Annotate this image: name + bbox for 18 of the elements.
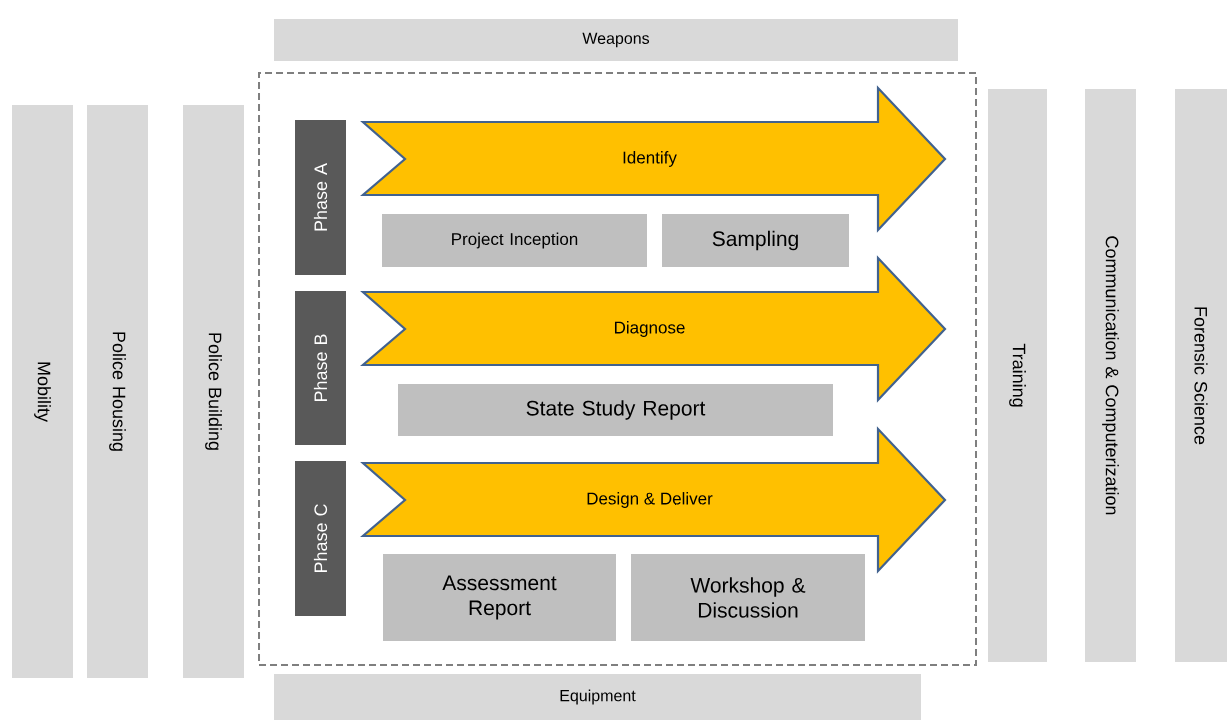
deliverable-box: Sampling xyxy=(662,214,849,267)
category-band: Communication & Computerization xyxy=(1085,89,1136,662)
deliverable-box: Assessment Report xyxy=(383,554,616,641)
category-band: Weapons xyxy=(274,19,958,61)
category-band: Mobility xyxy=(12,105,73,678)
deliverable-box: State Study Report xyxy=(398,384,833,436)
category-band: Police Building xyxy=(183,105,244,678)
deliverable-box: Workshop & Discussion xyxy=(631,554,865,641)
phase-label: Phase B xyxy=(295,291,346,445)
deliverable-box: Project Inception xyxy=(382,214,647,267)
category-band: Forensic Science xyxy=(1175,89,1227,662)
category-band: Equipment xyxy=(274,674,921,720)
phase-label: Phase A xyxy=(295,120,346,275)
dashed-frame xyxy=(258,72,977,666)
phase-label: Phase C xyxy=(295,461,346,616)
chevron-banner: Design & Deliver xyxy=(360,426,947,574)
category-band: Police Housing xyxy=(87,105,148,678)
category-band: Training xyxy=(988,89,1047,662)
